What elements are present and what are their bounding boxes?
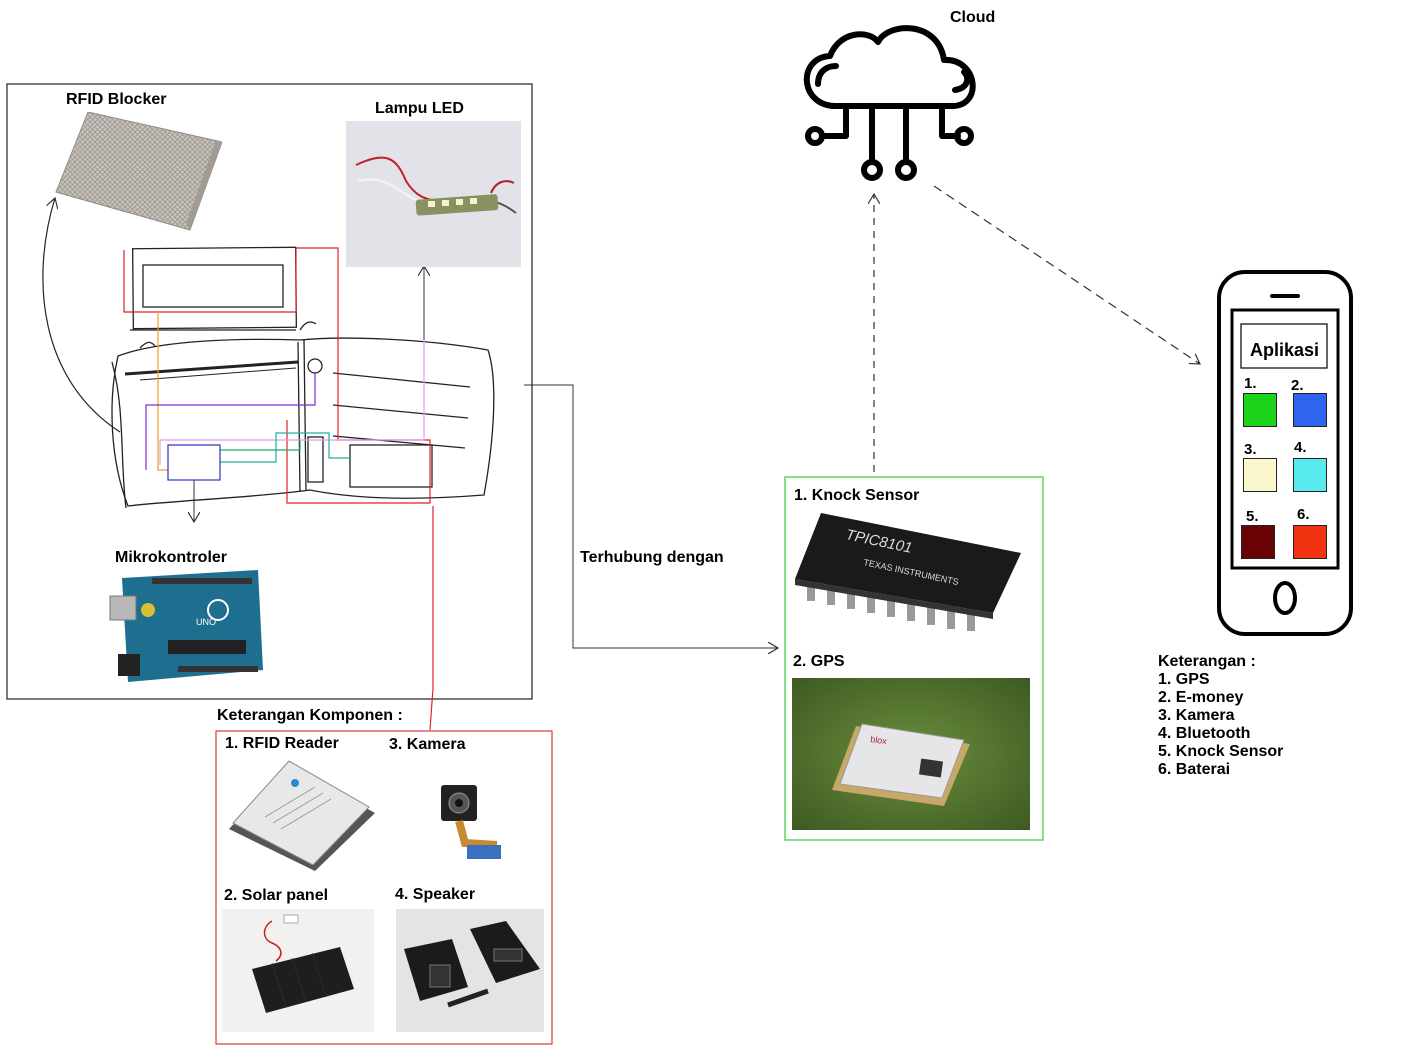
sensors-box <box>784 476 1044 841</box>
cloud-phone-link <box>933 185 1200 364</box>
tile-3-label: 3. <box>1244 441 1257 458</box>
phone-icon <box>1217 270 1353 636</box>
gps-module-image: blox <box>792 678 1030 830</box>
speaker-label: 4. Speaker <box>395 886 476 903</box>
tile-2-label: 2. <box>1291 377 1304 394</box>
tile-1-label: 1. <box>1244 375 1257 392</box>
legend-item: 1. GPS <box>1158 671 1210 688</box>
svg-text:UNO: UNO <box>196 617 216 627</box>
tile-knock-sensor[interactable] <box>1241 525 1275 559</box>
tile-6-label: 6. <box>1297 506 1310 523</box>
tile-gps[interactable] <box>1243 393 1277 427</box>
tile-baterai[interactable] <box>1293 525 1327 559</box>
arduino-image: UNO <box>108 570 263 685</box>
mikrokontroler-label: Mikrokontroler <box>115 549 228 566</box>
components-title: Keterangan Komponen : <box>217 707 403 724</box>
led-image <box>346 121 521 267</box>
tile-kamera[interactable] <box>1243 458 1277 492</box>
solar-panel-image <box>222 909 374 1032</box>
rfid-reader-image <box>225 757 378 872</box>
app-title: Aplikasi <box>1250 340 1320 360</box>
cloud-icon <box>804 25 976 181</box>
rfid-reader-label: 1. RFID Reader <box>225 735 339 752</box>
legend: Keterangan : 1. GPS 2. E-money 3. Kamera… <box>1158 653 1283 779</box>
components-box <box>215 730 553 1045</box>
connector-label: Terhubung dengan <box>580 549 724 566</box>
lampu-led-label: Lampu LED <box>375 100 464 117</box>
knock-sensor-label: 1. Knock Sensor <box>794 487 920 504</box>
tile-emoney[interactable] <box>1293 393 1327 427</box>
solar-panel-label: 2. Solar panel <box>224 887 329 904</box>
rfid-blocker-label: RFID Blocker <box>66 91 167 108</box>
legend-item: 5. Knock Sensor <box>1158 743 1284 760</box>
legend-item: 3. Kamera <box>1158 707 1235 724</box>
knock-sensor-chip-image: TPIC8101 TEXAS INSTRUMENTS <box>793 509 1023 636</box>
gps-module-text: blox <box>870 734 888 746</box>
legend-item: 2. E-money <box>1158 689 1244 706</box>
tile-4-label: 4. <box>1294 439 1307 456</box>
legend-item: 6. Baterai <box>1158 761 1231 778</box>
connector-line <box>524 384 778 648</box>
legend-title: Keterangan : <box>1158 653 1256 670</box>
rfid-blocker-image <box>50 112 222 232</box>
camera-image <box>435 783 505 865</box>
tile-5-label: 5. <box>1246 508 1259 525</box>
tile-bluetooth[interactable] <box>1293 458 1327 492</box>
cloud-label: Cloud <box>950 9 996 26</box>
gps-label: 2. GPS <box>793 653 845 670</box>
wallet-sketch <box>111 246 495 509</box>
legend-item: 4. Bluetooth <box>1158 725 1251 742</box>
wallet-frame <box>6 83 533 700</box>
speaker-image <box>396 909 544 1032</box>
kamera-label: 3. Kamera <box>389 736 466 753</box>
